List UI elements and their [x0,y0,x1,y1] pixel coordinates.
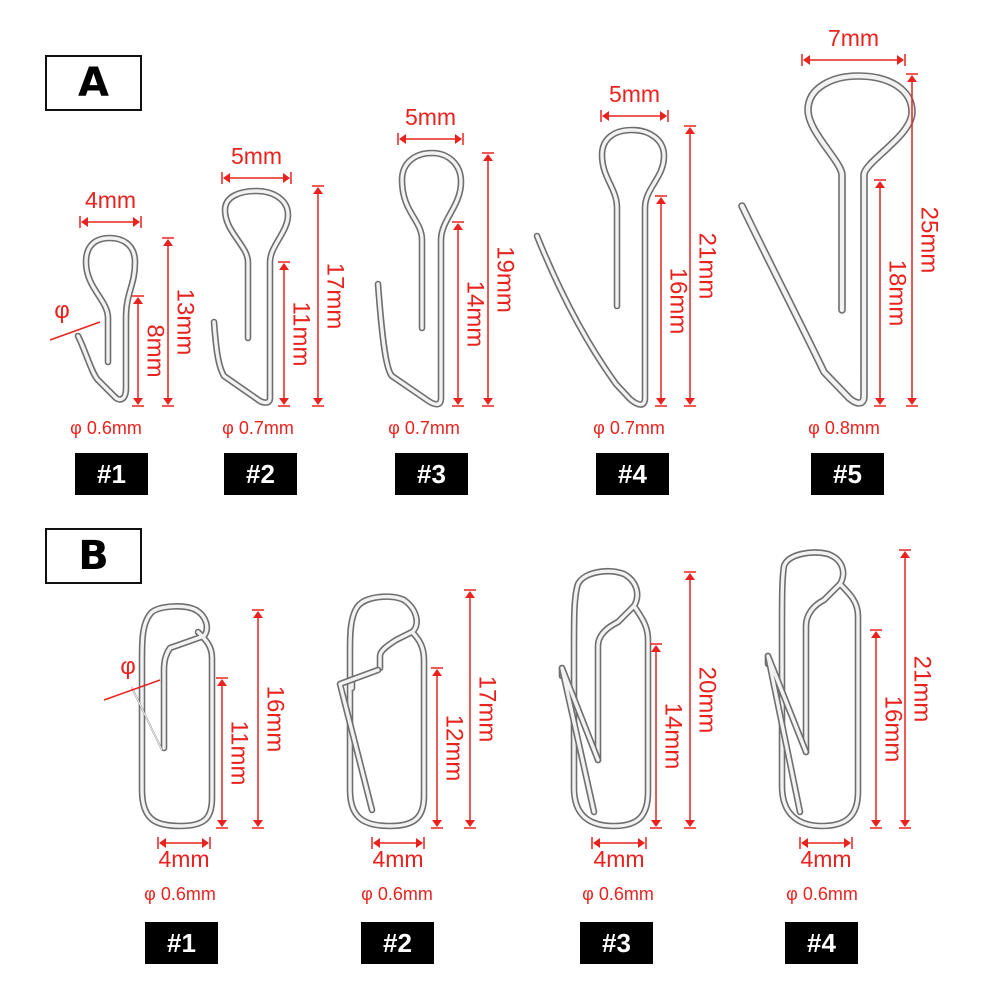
dim-a3-width-label: 5mm [405,104,456,130]
dim-a4-shank-label: 16mm [665,268,692,335]
hook-a1 [74,234,139,403]
dim-a4-total-label: 21mm [694,233,721,300]
dim-a1-total: 13mm [162,237,199,407]
phi-marker-a1: φ [49,297,101,341]
hook-b4-leg [764,652,810,816]
dim-a4-width: 5mm [600,81,669,122]
section-b-label: B [45,528,142,584]
badge-a3: #3 [395,453,468,495]
dim-a1-width: 4mm [79,187,142,228]
dim-b3-total: 20mm [684,571,721,829]
diameter-b1: φ 0.6mm [144,884,216,904]
dim-a2-width: 5mm [221,143,292,184]
phi-marker-b1-symbol: φ [120,653,136,680]
hook-a5 [738,72,916,407]
diameter-a2: φ 0.7mm [222,418,294,438]
dim-a1-width-label: 4mm [85,187,136,213]
hook-a3 [374,149,465,408]
dim-a5-width-label: 7mm [828,25,879,51]
dim-a2-total: 17mm [312,185,349,407]
dim-a5-total: 25mm [906,73,943,407]
diameter-b4: φ 0.6mm [786,884,858,904]
hook-b2 [346,593,428,830]
dim-b3-shank-label: 14mm [660,703,687,770]
badge-b4: #4 [785,922,858,964]
dim-a2-shank-label: 11mm [288,302,315,367]
badge-b1: #1 [145,922,218,964]
dim-b1-shank: 11mm [216,677,253,829]
hook-a4 [533,126,668,408]
phi-marker-a1-symbol: φ [54,297,70,324]
dim-a3-shank-label: 14mm [462,281,489,348]
dim-b4-total: 21mm [899,549,936,829]
dim-a4-width-label: 5mm [609,81,660,107]
dim-a2-width-label: 5mm [231,143,282,169]
dim-a5-shank: 18mm [874,179,911,407]
badge-a2: #2 [224,453,297,495]
badge-b2: #2 [361,922,434,964]
hook-b1 [138,603,216,830]
dim-a3-total-label: 19mm [492,246,519,313]
dim-b4-shank: 16mm [870,629,907,829]
dim-b3-shank: 14mm [650,643,687,829]
dim-b4-width-label: 4mm [800,846,851,872]
dim-a3-total: 19mm [482,152,519,407]
dim-b2-total-label: 17mm [474,676,501,743]
badge-a4: #4 [596,453,669,495]
badge-b3: #3 [580,922,653,964]
dim-a1-total-label: 13mm [172,289,199,356]
dim-b2-shank: 12mm [431,667,468,829]
dim-b2-width: 4mm [371,837,425,872]
diameter-b2: φ 0.6mm [361,884,433,904]
dim-a2-shank: 11mm [278,261,315,407]
diameter-a4: φ 0.7mm [593,418,665,438]
dim-a5-width: 7mm [801,25,906,66]
dim-b2-width-label: 4mm [372,846,423,872]
dim-b3-width: 4mm [591,837,647,872]
dim-b2-total: 17mm [464,589,501,829]
hook-b2-leg [336,666,382,814]
diameter-a3: φ 0.7mm [388,418,460,438]
diameter-a5: φ 0.8mm [808,418,880,438]
hook-b3-leg [558,664,602,816]
hook-b1-leg-marker [131,687,163,751]
dim-b4-width: 4mm [799,837,853,872]
diameter-b3: φ 0.6mm [582,884,654,904]
dim-b3-width-label: 4mm [593,846,644,872]
dim-a5-total-label: 25mm [916,207,943,274]
phi-marker-b1: φ [103,653,161,701]
dim-b4-total-label: 21mm [909,656,936,723]
section-a-label: A [45,55,142,111]
dim-a3-shank: 14mm [452,221,489,407]
dim-b3-total-label: 20mm [694,667,721,734]
diameter-a1: φ 0.6mm [70,418,142,438]
dim-b1-shank-label: 11mm [226,721,253,786]
dim-a1-shank: 8mm [132,295,169,407]
badge-a1: #1 [75,453,148,495]
dim-a5-shank-label: 18mm [884,260,911,327]
dim-a3-width: 5mm [397,104,464,145]
dim-b2-shank-label: 12mm [441,715,468,782]
dim-a4-shank: 16mm [655,195,692,407]
dim-a1-shank-label: 8mm [142,324,169,377]
badge-a5: #5 [811,453,884,495]
dim-b4-shank-label: 16mm [880,696,907,763]
dim-b1-total: 16mm [252,609,289,829]
hook-a2 [210,187,292,406]
dim-a2-total-label: 17mm [322,263,349,330]
dim-b1-width: 4mm [157,837,211,872]
dim-b1-width-label: 4mm [158,846,209,872]
dim-b1-total-label: 16mm [262,686,289,753]
dim-a4-total: 21mm [684,125,721,407]
